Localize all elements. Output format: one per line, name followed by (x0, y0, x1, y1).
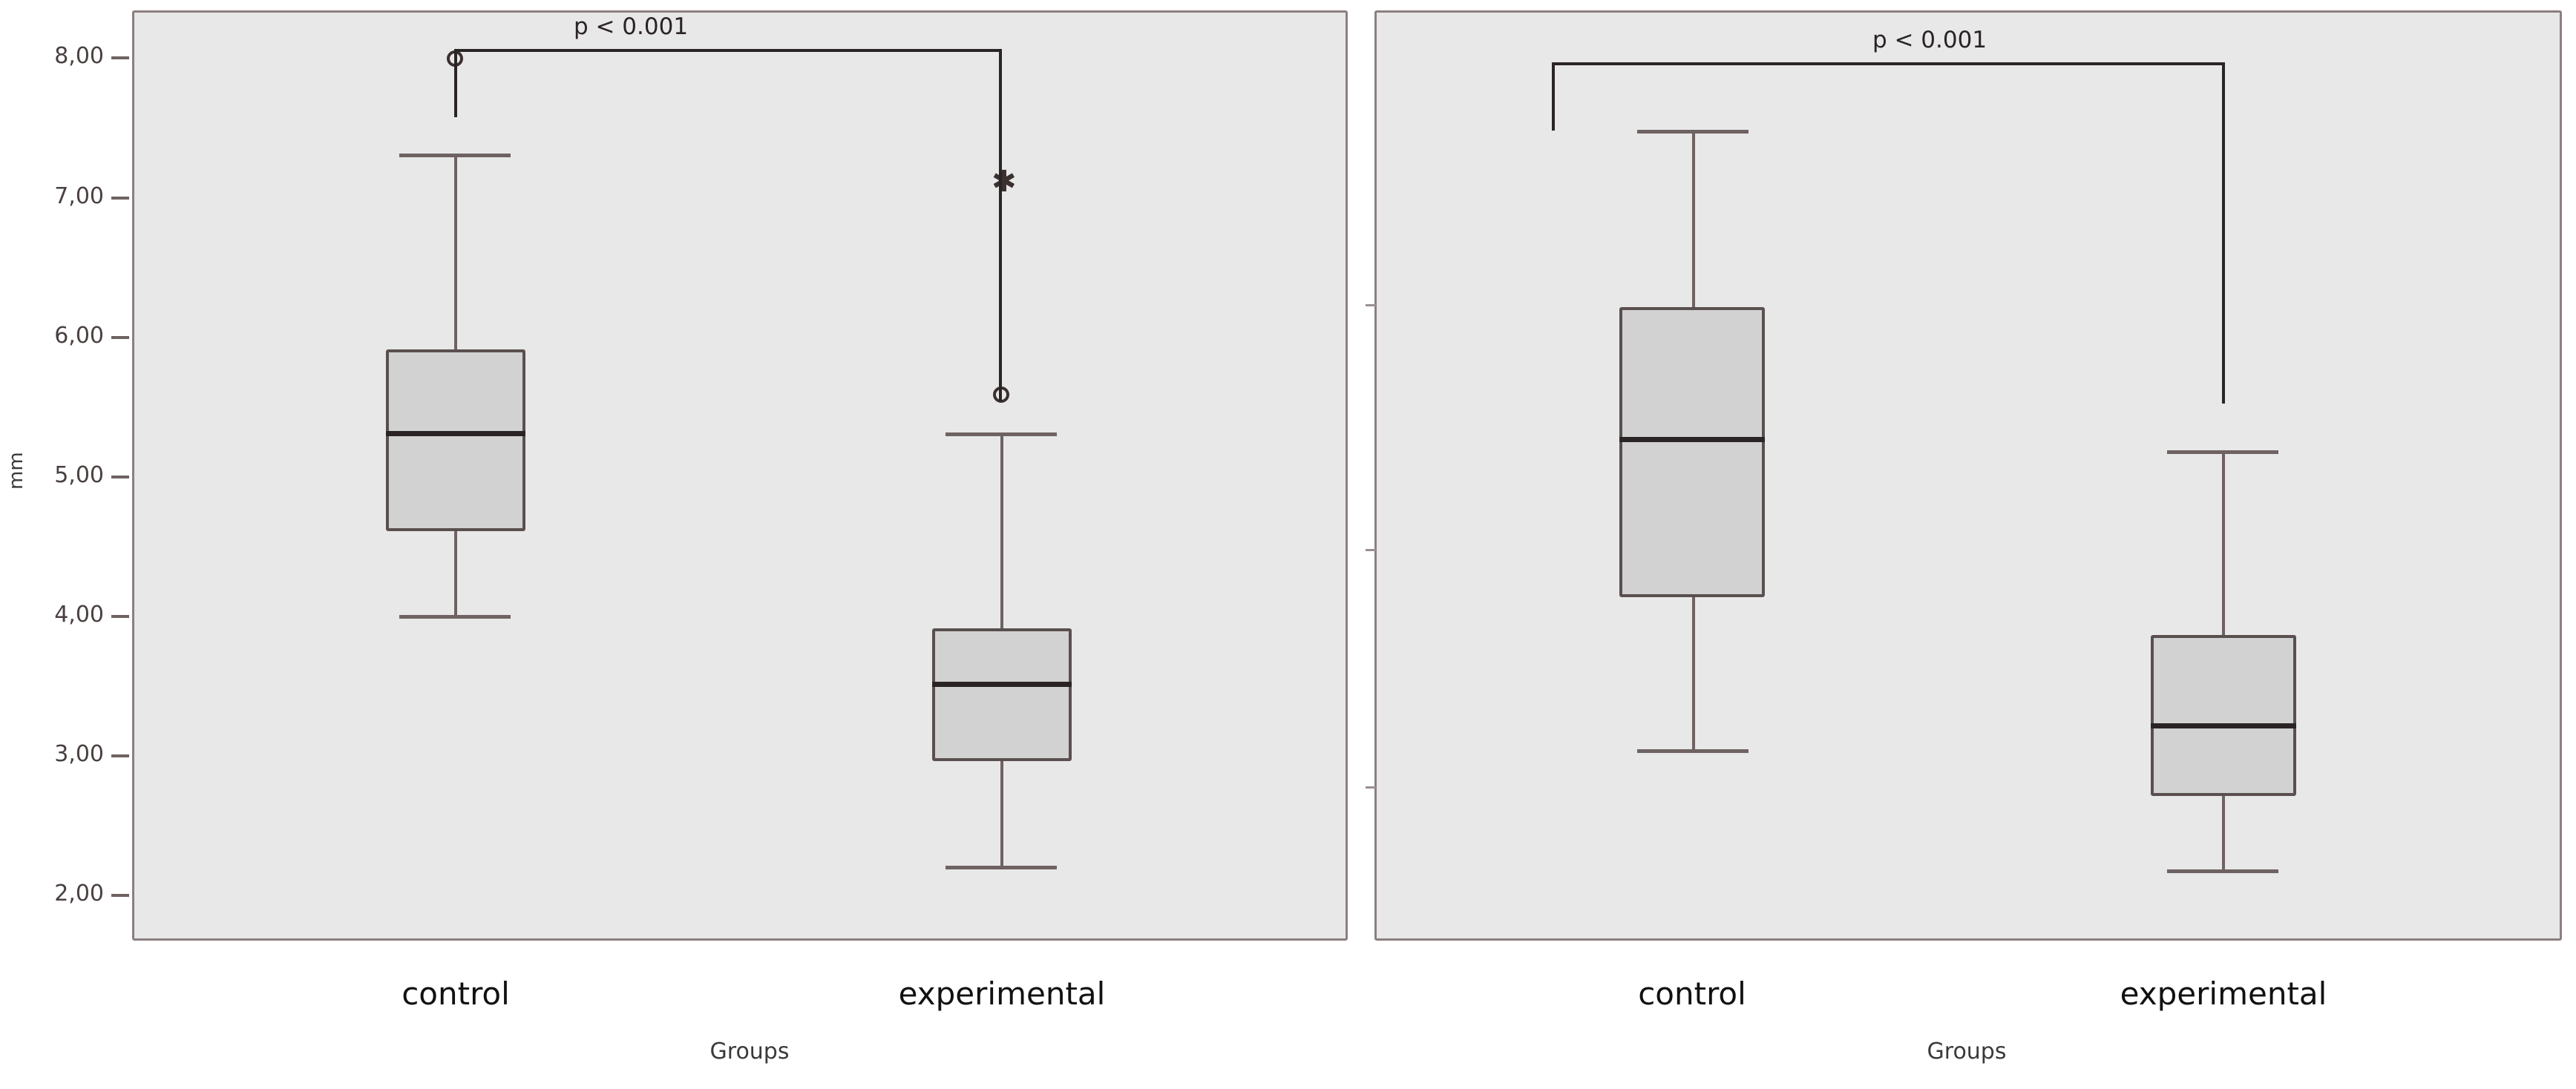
control-lower-whisker-cap (399, 615, 511, 619)
right-group-label-control: control (1638, 976, 1746, 1012)
ytick-label-8: 8,00 (54, 43, 104, 69)
left-x-axis-title: Groups (709, 1039, 790, 1065)
right-significance-label: p < 0.001 (1872, 27, 1987, 53)
right-group-label-experimental: experimental (2120, 976, 2327, 1012)
left-significance-bracket-line (456, 49, 1002, 52)
control-box (386, 349, 525, 531)
right-significance-bracket-line (1553, 62, 2225, 65)
y-axis-title: mm (5, 452, 27, 490)
right-ytick-mark-4 (1366, 549, 1376, 551)
control-lower-whisker (454, 531, 457, 616)
right-experimental-upper-whisker (2222, 451, 2225, 635)
right-control-box (1619, 307, 1765, 597)
ytick-label-7: 7,00 (54, 183, 104, 209)
left-significance-bracket-leg-experimental (999, 49, 1002, 401)
experimental-extreme-marker: ✱ (992, 165, 1017, 199)
ytick-label-3: 3,00 (54, 741, 104, 767)
ytick-mark-4 (111, 615, 129, 618)
right-experimental-lower-whisker-cap (2167, 869, 2278, 873)
right-control-upper-whisker (1692, 131, 1695, 307)
experimental-lower-whisker-cap (945, 866, 1057, 869)
experimental-upper-whisker-cap (945, 432, 1057, 436)
ytick-label-5: 5,00 (54, 462, 104, 488)
right-significance-bracket-leg-experimental (2222, 62, 2225, 404)
experimental-box (932, 628, 1072, 761)
left-group-label-control: control (402, 976, 510, 1012)
ytick-mark-7 (111, 197, 129, 200)
ytick-label-4: 4,00 (54, 602, 104, 628)
experimental-upper-whisker (1000, 433, 1003, 628)
experimental-lower-whisker (1000, 761, 1003, 866)
experimental-median-line (932, 682, 1072, 687)
ytick-label-2: 2,00 (54, 881, 104, 907)
left-significance-label: p < 0.001 (573, 13, 689, 40)
ytick-mark-5 (111, 476, 129, 478)
right-control-lower-whisker (1692, 597, 1695, 749)
left-significance-bracket-leg-control (454, 49, 457, 117)
ytick-mark-3 (111, 754, 129, 757)
right-experimental-lower-whisker (2222, 796, 2225, 869)
ytick-label-6: 6,00 (54, 323, 104, 349)
right-control-median-line (1619, 437, 1765, 442)
ytick-mark-6 (111, 336, 129, 339)
control-upper-whisker (454, 154, 457, 349)
left-panel-plot-area (132, 10, 1348, 941)
right-significance-bracket-leg-control (1552, 62, 1555, 131)
right-experimental-upper-whisker-cap (2167, 450, 2278, 454)
right-experimental-median-line (2151, 723, 2296, 728)
left-group-label-experimental: experimental (898, 976, 1106, 1012)
right-panel-plot-area (1374, 10, 2562, 941)
right-experimental-box (2151, 635, 2296, 796)
right-control-upper-whisker-cap (1637, 130, 1749, 134)
right-ytick-mark-6 (1366, 304, 1376, 306)
right-x-axis-title: Groups (1927, 1039, 2007, 1065)
right-ytick-mark-3 (1366, 786, 1376, 789)
control-upper-whisker-cap (399, 154, 511, 157)
ytick-mark-8 (111, 56, 129, 59)
ytick-mark-2 (111, 894, 129, 897)
control-median-line (386, 431, 525, 436)
right-control-lower-whisker-cap (1637, 749, 1749, 753)
